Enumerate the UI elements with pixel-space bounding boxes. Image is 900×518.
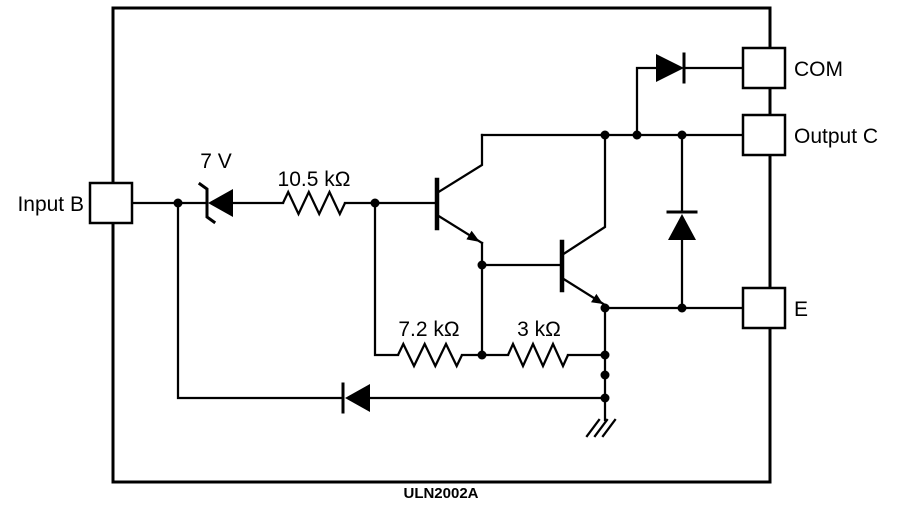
transistor-q2: [559, 133, 607, 307]
pin-input-b: [88, 181, 134, 225]
resistor-7-2k-label: 7.2 kΩ: [398, 318, 459, 341]
resistor-7-2k: [396, 341, 464, 369]
flyback-diode: [666, 210, 698, 240]
q2-emitter-arrow-icon: [591, 293, 603, 304]
input-b-label: Input B: [17, 193, 84, 216]
pin-output-c: [741, 113, 787, 157]
ic-boundary: [111, 6, 772, 484]
com-diode: [656, 52, 686, 84]
resistor-10-5k: [281, 189, 347, 217]
resistor-3k: [506, 341, 570, 369]
pin-com: [741, 46, 787, 90]
caption-label: ULN2002A: [403, 485, 478, 502]
zener-voltage-label: 7 V: [200, 150, 232, 173]
base-resistor-label: 10.5 kΩ: [278, 168, 351, 191]
wires: [130, 66, 745, 422]
ground-icon: [585, 418, 617, 438]
zener-diode: [197, 181, 233, 225]
resistor-3k-label: 3 kΩ: [517, 318, 561, 341]
transistor-q1: [434, 133, 484, 245]
com-label: COM: [794, 58, 843, 81]
output-c-label: Output C: [794, 125, 878, 148]
input-clamp-diode: [341, 382, 370, 414]
junction-dots: [173, 130, 687, 403]
q1-emitter-arrow-icon: [466, 230, 480, 242]
e-label: E: [794, 298, 808, 321]
pin-e: [741, 286, 787, 330]
